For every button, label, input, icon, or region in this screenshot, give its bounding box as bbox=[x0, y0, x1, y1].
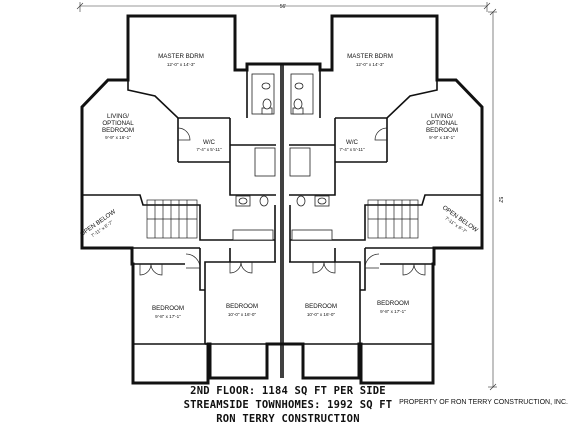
room-name: W/C bbox=[346, 139, 359, 146]
room-size: 10'-0" x 16'-0" bbox=[228, 312, 257, 317]
room-living-right: LIVING/ OPTIONAL BEDROOM 9'-9" x 16'-1" bbox=[426, 113, 458, 140]
room-living-left: LIVING/ OPTIONAL BEDROOM 9'-9" x 16'-1" bbox=[102, 113, 134, 140]
left-unit-walls bbox=[82, 70, 276, 345]
room-bedroom-4: BEDROOM 9'-8" x 17'-1" bbox=[377, 300, 409, 314]
bath-fixtures-right bbox=[289, 73, 333, 241]
room-bedroom-3: BEDROOM 10'-0" x 16'-0" bbox=[305, 303, 337, 317]
room-name: BEDROOM bbox=[377, 300, 409, 307]
room-name: BEDROOM bbox=[305, 303, 337, 310]
overall-width-dimension: 56' bbox=[76, 2, 491, 12]
room-size: 12'-0" x 14'-3" bbox=[356, 62, 385, 67]
room-size: 12'-0" x 14'-3" bbox=[167, 62, 196, 67]
room-name-line1: LIVING/ bbox=[107, 113, 129, 120]
room-name-line1: LIVING/ bbox=[431, 113, 453, 120]
room-name-line2: OPTIONAL bbox=[426, 120, 458, 127]
caption-builder: RON TERRY CONSTRUCTION bbox=[216, 413, 360, 425]
caption-floor-area: 2ND FLOOR: 1184 SQ FT PER SIDE bbox=[190, 385, 386, 397]
overall-depth-dimension: 52' bbox=[488, 8, 503, 391]
room-name: BEDROOM bbox=[226, 303, 258, 310]
overall-depth-label: 52' bbox=[497, 197, 503, 204]
room-name: MASTER BDRM bbox=[158, 53, 204, 60]
copyright-credit: PROPERTY OF RON TERRY CONSTRUCTION, INC. bbox=[399, 399, 568, 406]
bath-fixtures-left bbox=[232, 73, 276, 241]
room-open-below-left: OPEN BELOW 7'-11" x 6'-7" bbox=[79, 208, 117, 238]
stair-right bbox=[367, 199, 419, 239]
room-size: 9'-8" x 17'-1" bbox=[380, 309, 406, 314]
door-swings bbox=[139, 127, 426, 276]
room-master-bdrm-left: MASTER BDRM 12'-0" x 14'-3" bbox=[158, 53, 204, 67]
room-size: 9'-9" x 16'-1" bbox=[105, 135, 131, 140]
room-name-line3: BEDROOM bbox=[102, 127, 134, 134]
room-master-bdrm-right: MASTER BDRM 12'-0" x 14'-3" bbox=[347, 53, 393, 67]
room-wc-left: W/C 7'-4" x 5'-11" bbox=[196, 139, 222, 152]
room-bedroom-2: BEDROOM 10'-0" x 16'-0" bbox=[226, 303, 258, 317]
stair-left bbox=[146, 199, 198, 239]
room-size: 7'-4" x 5'-11" bbox=[196, 147, 222, 152]
room-wc-right: W/C 7'-4" x 5'-11" bbox=[339, 139, 365, 152]
room-name: BEDROOM bbox=[152, 305, 184, 312]
room-size: 9'-9" x 16'-1" bbox=[429, 135, 455, 140]
room-name: W/C bbox=[203, 139, 216, 146]
room-open-below-right: OPEN BELOW 7'-11" x 6'-7" bbox=[441, 204, 479, 234]
room-size: 10'-0" x 16'-0" bbox=[307, 312, 336, 317]
room-name-line2: OPTIONAL bbox=[102, 120, 134, 127]
room-name: MASTER BDRM bbox=[347, 53, 393, 60]
room-size: 7'-4" x 5'-11" bbox=[339, 147, 365, 152]
room-bedroom-1: BEDROOM 9'-8" x 17'-1" bbox=[152, 305, 184, 319]
caption-project: STREAMSIDE TOWNHOMES: 1992 SQ FT bbox=[183, 399, 393, 411]
overall-width-label: 56' bbox=[280, 4, 287, 10]
room-name-line3: BEDROOM bbox=[426, 127, 458, 134]
room-size: 9'-8" x 17'-1" bbox=[155, 314, 181, 319]
